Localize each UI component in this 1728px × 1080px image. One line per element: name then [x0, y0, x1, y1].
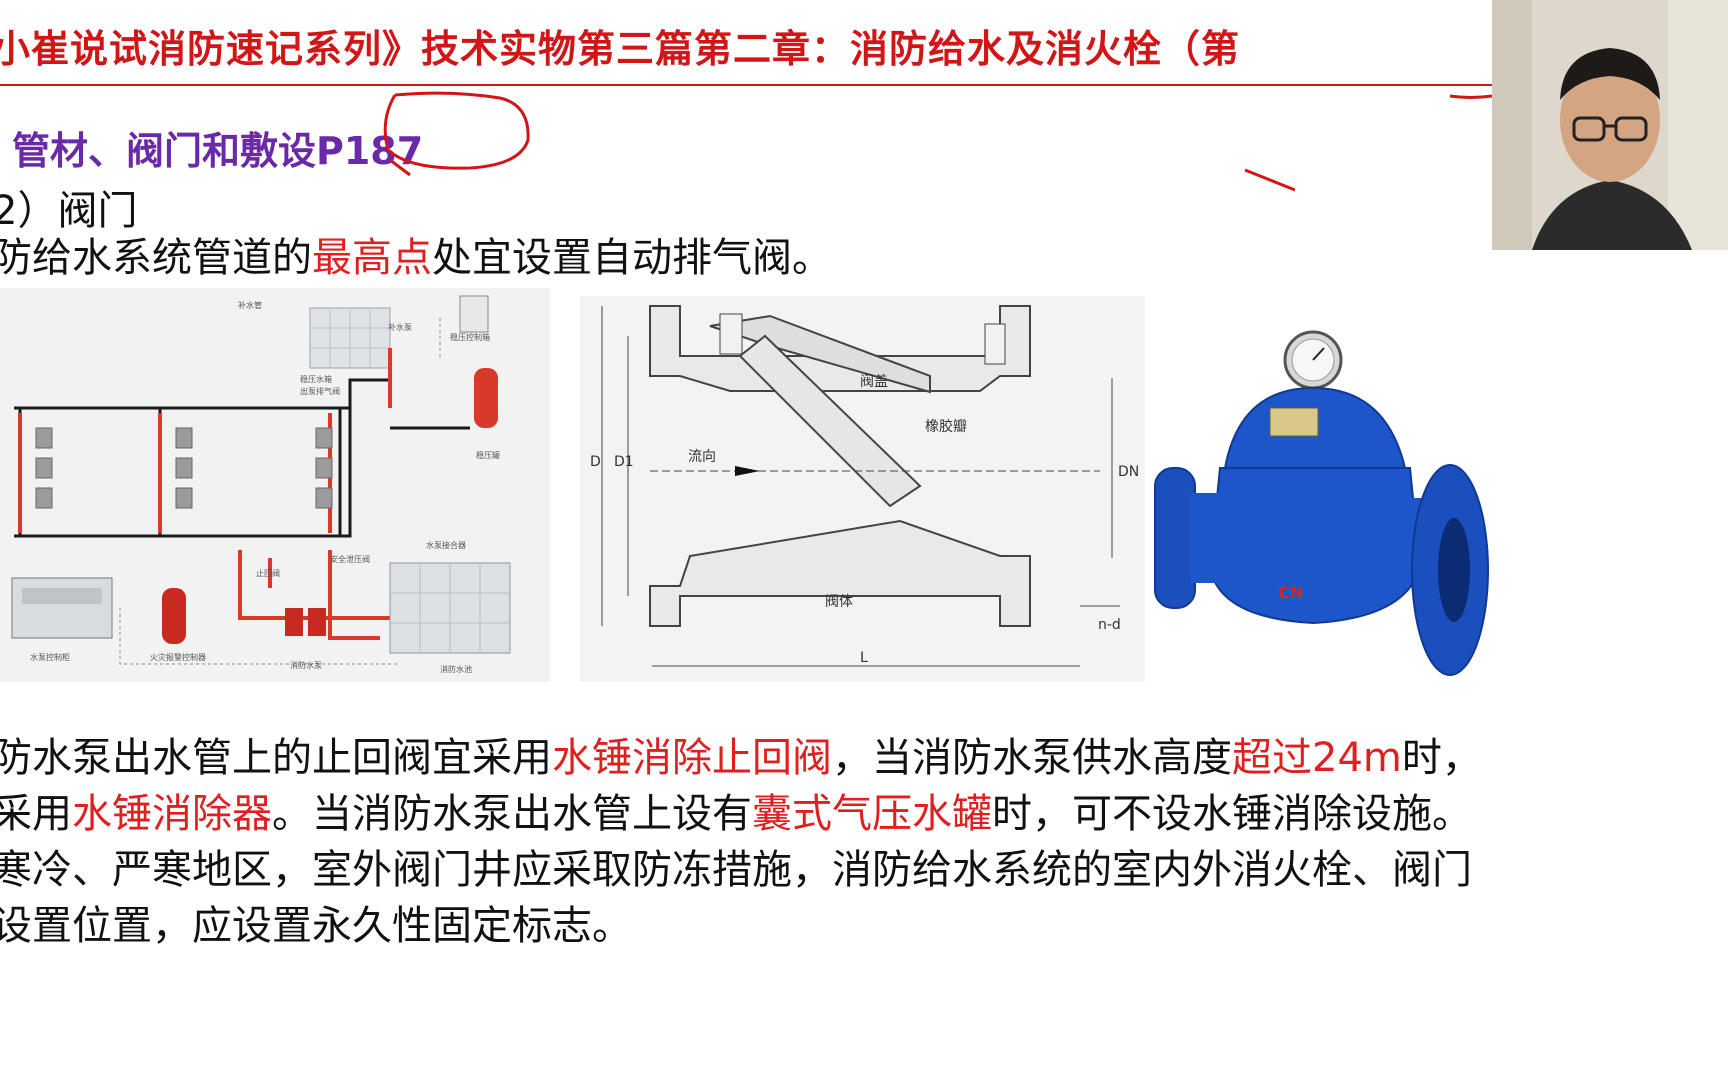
section-label: D — [590, 454, 601, 470]
text-segment: 处宜设置自动排气阀。 — [432, 235, 832, 281]
text-segment: 时，可不设水锤消除设施。 — [992, 791, 1472, 837]
text-segment: 时， — [1401, 735, 1482, 781]
text-segment: 防给水系统管道的 — [0, 235, 312, 281]
diagram-label: 补水管 — [238, 300, 262, 310]
diagram-label: 稳压水箱 — [300, 374, 332, 384]
check-valve-svg: 阀盖 橡胶瓣 流向 阀体 D D1 DN L n-d — [580, 296, 1145, 682]
check-valve-section-drawing: 阀盖 橡胶瓣 流向 阀体 D D1 DN L n-d — [580, 296, 1145, 682]
section-label: 阀体 — [825, 594, 853, 610]
brand-mark: CN — [1278, 583, 1303, 602]
diagram-label: 稳压控制箱 — [450, 332, 490, 342]
pen-stroke — [1244, 168, 1296, 192]
presenter-webcam — [1492, 0, 1728, 250]
diagram-label: 止回阀 — [256, 568, 280, 578]
highlight-text: 最高点 — [312, 235, 432, 281]
diagram-label: 补水泵 — [388, 322, 412, 332]
diagram-label: 火灾报警控制器 — [150, 652, 206, 662]
section-label: D1 — [614, 454, 634, 470]
highlight-text: 水锤消除止回阀 — [552, 735, 832, 781]
highlight-text: 超过24m — [1232, 735, 1402, 781]
section-label: DN — [1118, 464, 1139, 480]
text-line-1: 防给水系统管道的最高点处宜设置自动排气阀。 — [0, 230, 832, 286]
highlight-text: 水锤消除器 — [72, 791, 272, 837]
presenter-avatar — [1492, 0, 1728, 250]
highlight-text: 囊式气压水罐 — [752, 791, 992, 837]
slide-title: 小崔说试消防速记系列》技术实物第三篇第二章：消防给水及消火栓（第 — [0, 27, 1241, 71]
section-label: L — [860, 650, 868, 666]
diagram-label: 水泵控制柜 — [30, 652, 70, 662]
system-diagram-svg: 补水管 补水泵 稳压控制箱 稳压水箱 出泵排气阀 稳压罐 止回阀 安全泄压阀 水… — [0, 288, 550, 682]
diagram-label: 安全泄压阀 — [330, 554, 370, 564]
diagram-label: 消防水泵 — [290, 660, 322, 670]
diagram-label: 出泵排气阀 — [300, 386, 340, 396]
text-segment: 防水泵出水管上的止回阀宜采用 — [0, 735, 552, 781]
text-line-5: 设置位置，应设置永久性固定标志。 — [0, 903, 632, 949]
subsection-heading: 2）阀门 — [0, 188, 138, 234]
water-hammer-valve-photo: CN — [1150, 318, 1490, 688]
diagram-label: 水泵接合器 — [426, 540, 466, 550]
valve-photo-svg: CN — [1154, 330, 1489, 676]
title-divider — [0, 84, 1495, 86]
diagram-label: 消防水池 — [440, 664, 472, 674]
section-page: P187 — [316, 129, 424, 173]
section-title: 管材、阀门和敷设 — [12, 129, 317, 173]
diagram-label: 稳压罐 — [476, 450, 500, 460]
section-label: 流向 — [688, 449, 716, 465]
section-label: n-d — [1098, 617, 1121, 633]
text-line-3: 采用水锤消除器。当消防水泵出水管上设有囊式气压水罐时，可不设水锤消除设施。 — [0, 786, 1472, 842]
section-label: 橡胶瓣 — [925, 418, 967, 435]
text-segment: ，当消防水泵供水高度 — [832, 735, 1232, 781]
text-segment: 采用 — [0, 791, 72, 837]
section-label: 阀盖 — [860, 374, 888, 390]
fire-water-system-diagram: 补水管 补水泵 稳压控制箱 稳压水箱 出泵排气阀 稳压罐 止回阀 安全泄压阀 水… — [0, 288, 550, 682]
text-segment: 。当消防水泵出水管上设有 — [272, 791, 752, 837]
text-line-2: 防水泵出水管上的止回阀宜采用水锤消除止回阀，当消防水泵供水高度超过24m时， — [0, 730, 1482, 786]
pen-stroke — [1449, 94, 1493, 99]
section-heading: 管材、阀门和敷设P187 — [12, 120, 423, 175]
text-line-4: 寒冷、严寒地区，室外阀门井应采取防冻措施，消防给水系统的室内外消火栓、阀门 — [0, 847, 1472, 893]
